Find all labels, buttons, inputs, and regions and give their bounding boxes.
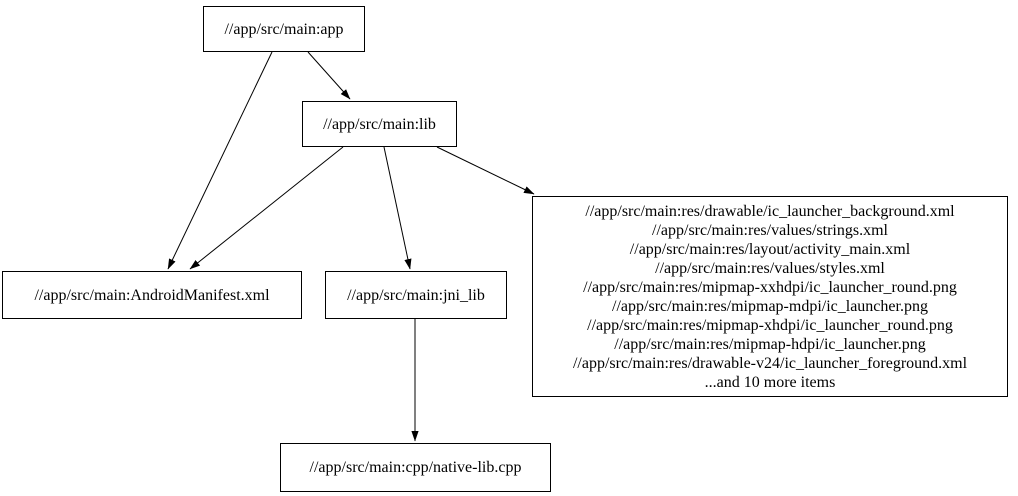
node-label: //app/src/main:res/mipmap-hdpi/ic_launch… — [614, 335, 926, 353]
node-label: //app/src/main:res/values/styles.xml — [655, 259, 885, 277]
node-label: //app/src/main:res/layout/activity_main.… — [629, 240, 911, 258]
graph-node-android-manifest: //app/src/main:AndroidManifest.xml — [2, 271, 302, 319]
node-label: ...and 10 more items — [704, 373, 836, 391]
edge-lib-to-res-group — [436, 146, 535, 195]
graph-node-native-lib-cpp: //app/src/main:cpp/native-lib.cpp — [280, 443, 551, 492]
node-label: //app/src/main:lib — [323, 115, 436, 133]
graph-node-app: //app/src/main:app — [203, 6, 365, 52]
node-label: //app/src/main:AndroidManifest.xml — [34, 286, 270, 304]
edge-lib-to-jni-lib — [383, 146, 412, 270]
node-label: //app/src/main:res/mipmap-xhdpi/ic_launc… — [587, 316, 953, 334]
node-label: //app/src/main:res/drawable-v24/ic_launc… — [572, 354, 968, 372]
edge-lib-to-android-manifest — [189, 146, 344, 270]
node-label: //app/src/main:res/drawable/ic_launcher_… — [585, 202, 955, 220]
node-label: //app/src/main:cpp/native-lib.cpp — [309, 459, 522, 476]
graph-node-lib: //app/src/main:lib — [302, 101, 457, 147]
graph-node-jni-lib: //app/src/main:jni_lib — [325, 271, 507, 319]
node-label: //app/src/main:jni_lib — [347, 286, 485, 304]
node-label: //app/src/main:app — [224, 20, 344, 38]
edge-app-to-android-manifest — [167, 51, 273, 270]
edge-app-to-lib — [307, 51, 351, 100]
graph-node-res-group: //app/src/main:res/drawable/ic_launcher_… — [532, 196, 1008, 397]
node-label: //app/src/main:res/mipmap-xxhdpi/ic_laun… — [583, 278, 957, 296]
node-label: //app/src/main:res/mipmap-mdpi/ic_launch… — [612, 297, 928, 315]
node-label: //app/src/main:res/values/strings.xml — [652, 221, 888, 239]
